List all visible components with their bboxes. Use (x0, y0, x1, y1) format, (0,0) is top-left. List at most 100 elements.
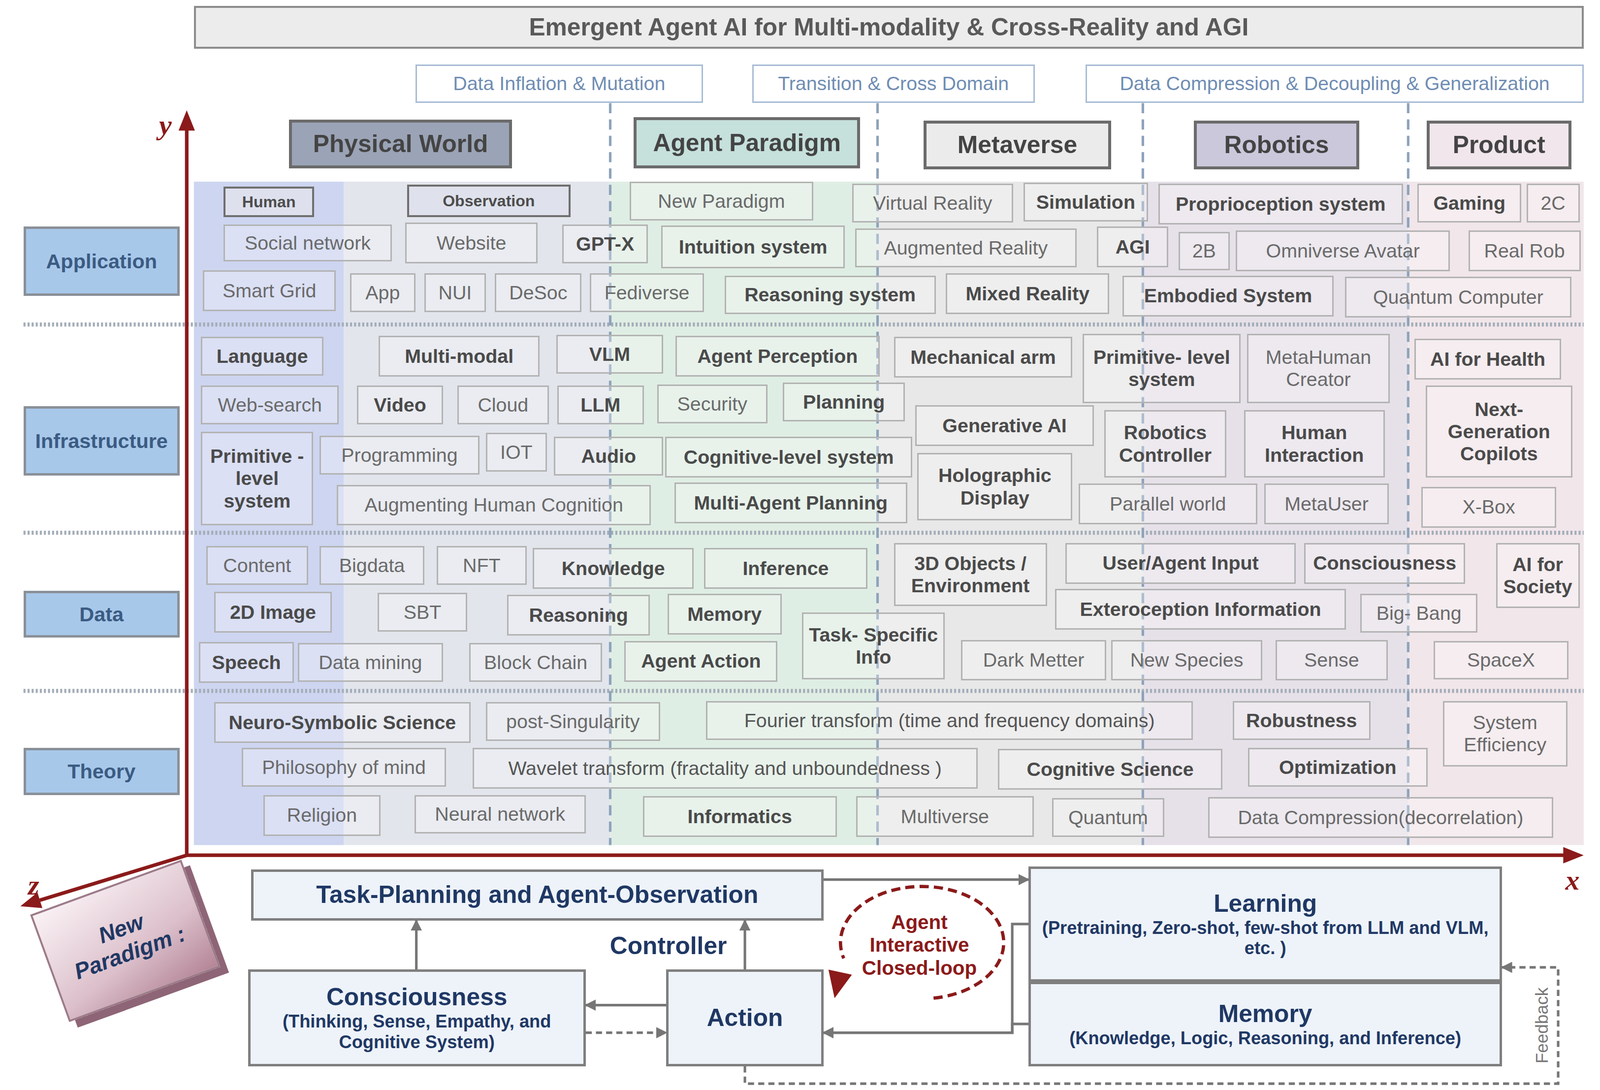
node-label: Audio (581, 445, 637, 468)
node-label: NFT (462, 554, 501, 577)
node-label: Fediverse (604, 281, 690, 304)
column-header: Metaverse (923, 120, 1112, 170)
concept-box: Next- Generation Copilots (1425, 385, 1573, 478)
node-label: 2C (1540, 192, 1566, 215)
node-label: Omniverse Avatar (1266, 239, 1420, 262)
node-label: Proprioception system (1175, 192, 1386, 216)
node-label: 3D Objects / Environment (898, 552, 1043, 598)
concept-box: Primitive- level system (1082, 333, 1241, 404)
node-label: Data (79, 602, 124, 627)
node-label: Data Inflation & Mutation (452, 72, 666, 95)
edge-label: Feedback (1532, 987, 1552, 1064)
row-label: Application (23, 226, 180, 296)
concept-box: Cognitive Science (997, 748, 1223, 790)
node-label: Sense (1304, 648, 1360, 672)
concept-box: New Species (1111, 640, 1263, 681)
concept-box: Agent Perception (675, 335, 880, 377)
node-label: Knowledge (561, 557, 666, 580)
axis-label: x (1565, 863, 1580, 896)
concept-box: post-Singularity (485, 702, 661, 741)
node-label: Religion (287, 803, 357, 827)
concept-box: System Efficiency (1442, 701, 1568, 767)
node-label: New Species (1130, 648, 1244, 672)
connector (823, 924, 1029, 1033)
node-label: Memory (1218, 999, 1313, 1028)
node-label: Planning (802, 390, 885, 414)
node-label: MetaUser (1284, 492, 1369, 515)
loop-ellipse: Agent Interactive Closed-loop (831, 879, 1008, 1011)
concept-box: Mechanical arm (894, 336, 1073, 378)
node-label: Dark Metter (983, 648, 1085, 672)
concept-box: Neural network (414, 795, 586, 834)
node-label: Human Interaction (1248, 421, 1381, 467)
row-label: Infrastructure (23, 406, 180, 476)
node-label: Exteroception Information (1080, 598, 1322, 621)
node-label: Cloud (477, 393, 529, 416)
concept-box: Quantum Computer (1344, 276, 1572, 318)
concept-box: Neuro-Symbolic Science (214, 702, 471, 743)
connector (415, 920, 418, 970)
axis-line (185, 128, 189, 856)
node-label: AGI (1115, 235, 1151, 258)
node-label: Reasoning (529, 604, 629, 627)
node-label: SpaceX (1467, 648, 1536, 672)
node-label: GPT-X (576, 232, 635, 256)
node-label: post-Singularity (506, 710, 640, 733)
phase-tag: Transition & Cross Domain (752, 64, 1035, 104)
node-label: Programming (341, 444, 458, 467)
process-box: Consciousness(Thinking, Sense, Empathy, … (248, 969, 586, 1067)
title-box: Emergent Agent AI for Multi-modality & C… (193, 5, 1584, 49)
concept-box: Fourier transform (time and frequency do… (705, 701, 1193, 740)
concept-box: Speech (198, 641, 294, 683)
node-label: Primitive -level system (205, 445, 310, 512)
concept-box: New Paradigm (629, 181, 814, 221)
node-label: Action (706, 1003, 784, 1032)
node-label: App (365, 281, 400, 304)
node-label: Reasoning system (744, 283, 916, 306)
connector (585, 1031, 667, 1034)
node-label: Next- Generation Copilots (1430, 398, 1568, 466)
concept-box: Multi-Agent Planning (674, 482, 908, 524)
row-label: Theory (23, 747, 180, 795)
connector (743, 920, 746, 970)
row-divider (23, 530, 1584, 535)
phase-tag: Data Compression & Decoupling & Generali… (1085, 64, 1584, 104)
node-label: Real Rob (1484, 239, 1566, 262)
row-label: Data (23, 590, 180, 638)
concept-box: Fediverse (589, 273, 704, 313)
node-label: Quantum Computer (1373, 286, 1544, 309)
node-label: Intuition system (678, 235, 828, 258)
node-label: Video (373, 393, 427, 416)
node-label: Agent Paradigm (653, 128, 841, 158)
node-label: Inference (742, 557, 829, 580)
concept-box: Programming (319, 435, 480, 475)
node-label: 2D Image (229, 601, 317, 624)
node-label: Parallel world (1109, 492, 1226, 515)
concept-box: Social network (223, 224, 392, 262)
node-label: Learning (1213, 889, 1317, 918)
node-label: Agent Perception (697, 345, 858, 368)
concept-box: Planning (782, 382, 906, 422)
node-detail: (Knowledge, Logic, Reasoning, and Infere… (1069, 1027, 1462, 1049)
concept-box: Omniverse Avatar (1235, 230, 1450, 272)
node-label: Infrastructure (35, 429, 168, 453)
node-label: Security (677, 392, 748, 416)
concept-box: Generative AI (915, 405, 1094, 447)
concept-box: Video (356, 385, 443, 425)
node-label: Cognitive Science (1026, 758, 1194, 781)
row-divider (23, 688, 1584, 693)
concept-box: Content (206, 545, 309, 585)
concept-box: Robustness (1232, 701, 1371, 740)
concept-box: Reasoning system (724, 275, 936, 315)
node-label: Virtual Reality (872, 192, 992, 215)
concept-box: Informatics (642, 796, 837, 837)
node-label: Consciousness (326, 983, 508, 1012)
node-label: Observation (442, 192, 535, 211)
node-label: Web-search (217, 393, 322, 416)
node-label: Neuro-Symbolic Science (228, 711, 457, 734)
node-label: Block Chain (483, 651, 588, 674)
node-label: LLM (580, 393, 621, 416)
connector (585, 1003, 667, 1007)
loop-arrowhead (828, 969, 853, 998)
node-label: Robustness (1246, 709, 1357, 732)
